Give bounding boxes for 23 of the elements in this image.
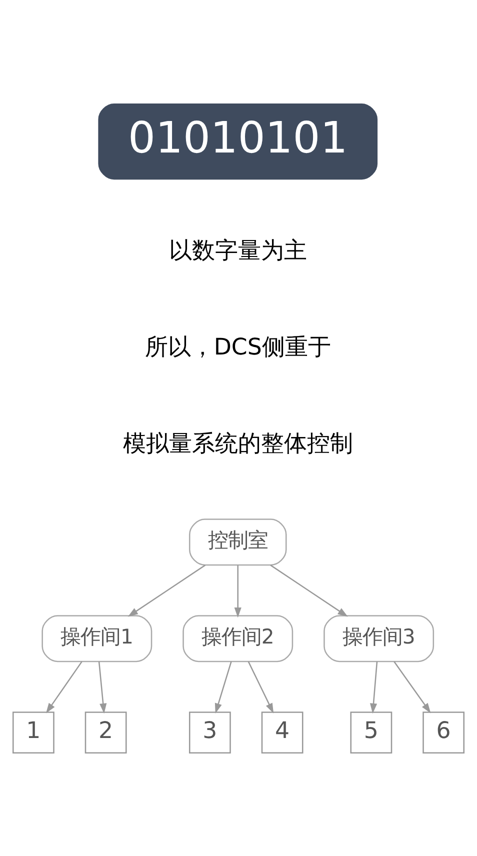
arrow xyxy=(128,564,206,616)
arrow xyxy=(394,660,431,713)
arrow xyxy=(248,660,274,713)
label: 以数字量为主 xyxy=(168,238,307,264)
arrow xyxy=(214,660,232,714)
label: 所以，DCS侧重于 xyxy=(144,334,331,360)
node-box: 5 xyxy=(350,711,392,754)
node-box: 01010101 xyxy=(98,102,378,180)
arrow xyxy=(270,564,348,616)
node-box: 6 xyxy=(422,711,465,754)
arrow xyxy=(370,661,378,714)
arrow xyxy=(46,660,82,713)
node-box: 操作间2 xyxy=(182,614,294,662)
label: 模拟量系统的整体控制 xyxy=(122,430,353,457)
node-box: 操作间1 xyxy=(42,614,152,662)
node-box: 操作间3 xyxy=(324,614,434,662)
node-box: 1 xyxy=(12,711,54,754)
node-box: 2 xyxy=(84,711,127,754)
node-box: 控制室 xyxy=(188,518,287,566)
arrow xyxy=(98,661,107,714)
arrow xyxy=(234,564,242,618)
node-box: 3 xyxy=(188,711,231,754)
node-box: 4 xyxy=(261,711,304,754)
